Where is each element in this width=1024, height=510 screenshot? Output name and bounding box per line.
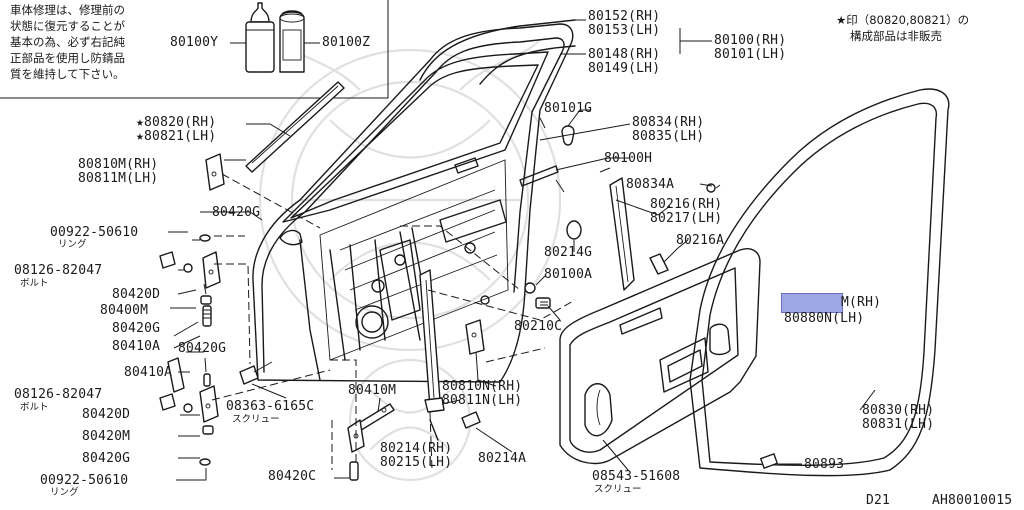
label-80821: ★80821(LH) (136, 129, 217, 144)
label-80420M: 80420M (82, 429, 131, 444)
label-80216: 80216(RH) (650, 197, 723, 212)
label-80835: 80835(LH) (632, 129, 705, 144)
notice-box (0, 0, 389, 99)
screw-08363 (239, 361, 287, 399)
label-80410A-upper: 80410A (112, 339, 161, 354)
label-80400M: 80400M (100, 303, 149, 318)
bracket-80810N (465, 319, 485, 355)
label-80214G: 80214G (544, 245, 593, 260)
label-80811N: 80811N(LH) (442, 393, 523, 408)
label-80420D-upper: 80420D (112, 287, 161, 302)
label-ring-lower: リング (50, 487, 79, 498)
label-80215: 80215(LH) (380, 455, 453, 470)
outer-weatherstrip (245, 81, 345, 173)
label-80149: 80149(LH) (588, 61, 661, 76)
label-80100H: 80100H (604, 151, 653, 166)
lower-hinge-assembly (159, 357, 219, 466)
label-80101G: 80101G (544, 101, 593, 116)
sealer-tube-icon (230, 2, 275, 73)
label-80810N: 80810N(RH) (442, 379, 523, 394)
label-80880M: M(RH) (841, 295, 882, 310)
label-80420D-lower: 80420D (82, 407, 131, 422)
door-weatherstrip (689, 88, 950, 477)
label-00922-upper: 00922-50610 (50, 225, 139, 240)
bolt-80214A (461, 411, 513, 453)
label-80153: 80153(LH) (588, 23, 661, 38)
label-80101: 80101(LH) (714, 47, 787, 62)
upper-hinge-assembly (159, 153, 225, 327)
star-note-line-2: 構成部品は非販売 (850, 29, 942, 43)
label-80830: 80830(RH) (862, 403, 935, 418)
model-code: D21 (866, 493, 891, 508)
spray-can-icon (279, 10, 320, 73)
bolt-80216A (649, 239, 689, 275)
label-00922-lower: 00922-50610 (40, 473, 129, 488)
door-trim-panel (559, 248, 761, 465)
label-80214: 80214(RH) (380, 441, 453, 456)
label-bolt-lower: ボルト (20, 402, 49, 413)
figure-id: AH80010015 (932, 493, 1013, 508)
front-door-shell (252, 23, 574, 383)
label-80410A-lower: 80410A (124, 365, 173, 380)
label-80834A: 80834A (626, 177, 675, 192)
label-80100Z: 80100Z (322, 35, 371, 50)
label-80152: 80152(RH) (588, 9, 661, 24)
label-80148: 80148(RH) (588, 47, 661, 62)
label-80100: 80100(RH) (714, 33, 787, 48)
label-80420G-lower-b: 80420G (82, 451, 131, 466)
label-80831: 80831(LH) (862, 417, 935, 432)
label-80210C: 80210C (514, 319, 563, 334)
label-80420G-upper: 80420G (212, 205, 261, 220)
label-80214A: 80214A (478, 451, 527, 466)
label-80410M: 80410M (348, 383, 397, 398)
window-regulator-rail (419, 269, 445, 413)
cap-80214G (566, 220, 582, 240)
notice-line-1: 車体修理は、修理前の (10, 3, 125, 17)
label-80880N: 80880N(LH) (784, 311, 865, 326)
label-80834: 80834(RH) (632, 115, 705, 130)
pad-80893 (760, 453, 778, 469)
label-08363: 08363-6165C (226, 399, 315, 414)
label-80893: 80893 (804, 457, 845, 472)
notice-line-5: 質を維持して下さい。 (10, 67, 125, 81)
label-80100Y: 80100Y (170, 35, 219, 50)
notice-line-3: 基本の為、必ず右記純 (10, 35, 125, 49)
label-80217: 80217(LH) (650, 211, 723, 226)
label-80420G-mid: 80420G (112, 321, 161, 336)
highlighted-part-number[interactable] (781, 293, 843, 313)
label-08126-lower: 08126-82047 (14, 387, 103, 402)
label-80420C: 80420C (268, 469, 317, 484)
label-screw-upper: スクリュー (232, 414, 280, 425)
label-screw-lower: スクリュー (594, 484, 642, 495)
label-80811M: 80811M(LH) (78, 171, 159, 186)
label-80216A: 80216A (676, 233, 725, 248)
label-bolt-upper: ボルト (20, 278, 49, 289)
bolt-80210C (535, 297, 561, 321)
notice-line-2: 状態に復元することが (10, 19, 125, 33)
notice-line-4: 正部品を使用し防錆品 (10, 51, 125, 65)
label-80810M: 80810M(RH) (78, 157, 159, 172)
label-80100A: 80100A (544, 267, 593, 282)
division-bar (609, 177, 635, 291)
label-08543: 08543-51608 (592, 469, 681, 484)
label-ring-upper: リング (58, 239, 87, 250)
label-80820: ★80820(RH) (136, 115, 217, 130)
label-80420G-lower-a: 80420G (178, 341, 227, 356)
label-08126-upper: 08126-82047 (14, 263, 103, 278)
star-note-line-1: ★印（80820,80821）の (836, 13, 970, 27)
